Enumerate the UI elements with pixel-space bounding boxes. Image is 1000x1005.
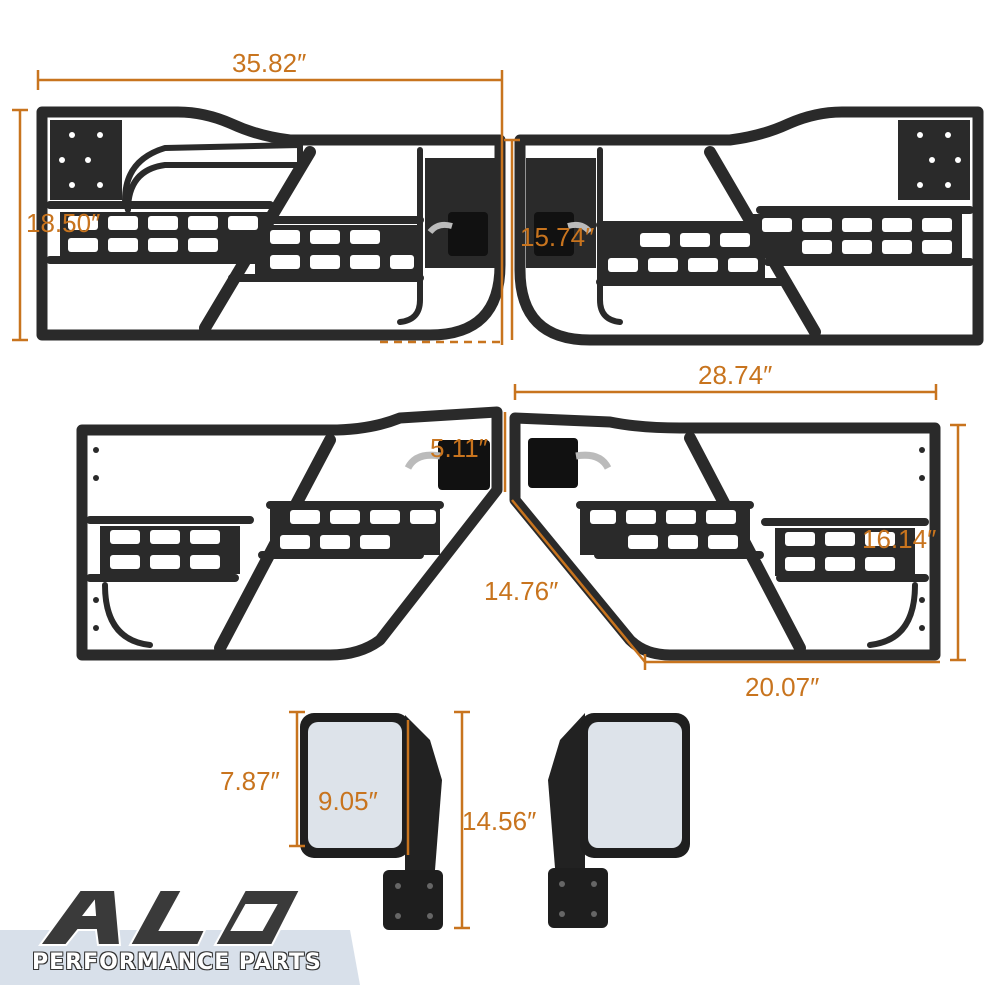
front-left-handle (427, 221, 453, 235)
rear-left-handle (404, 451, 441, 470)
dim-rear-width: 28.74″ (698, 360, 773, 390)
dim-mirror-width: 7.87″ (220, 766, 280, 796)
rear-right-handle (575, 451, 612, 470)
rear-left-latch (438, 440, 490, 490)
brand-tagline: PERFORMANCE PARTS (32, 950, 322, 975)
front-right-mesh-holes (608, 218, 952, 272)
right-mirror (548, 713, 690, 928)
dimension-lines (12, 70, 966, 930)
dim-rear-diagonal: 14.76″ (484, 576, 559, 606)
dim-mirror-height: 14.56″ (462, 806, 537, 836)
dim-rear-height: 16.14″ (862, 524, 937, 554)
dim-front-height: 18.50″ (26, 208, 101, 238)
front-right-latch (534, 212, 574, 256)
left-mirror (300, 713, 443, 930)
front-left-mesh-holes (68, 216, 414, 269)
rear-left-mesh-holes (110, 510, 436, 569)
front-right-handle (567, 221, 593, 235)
dim-front-width: 35.82″ (232, 48, 307, 78)
rear-right-mesh-holes (590, 510, 895, 571)
dim-rear-bottom: 20.07″ (745, 672, 820, 702)
dim-front-inner-height: 15.74″ (520, 222, 595, 252)
rear-left-hinge-holes (93, 447, 99, 631)
rear-right-hinge-holes (919, 447, 925, 631)
dim-mirror-glass: 9.05″ (318, 786, 378, 816)
front-left-latch (448, 212, 488, 256)
front-right-mount-holes (917, 132, 961, 188)
rear-right-latch (528, 438, 578, 488)
dim-rear-handle: 5.11″ (430, 433, 488, 463)
front-left-mount-holes (59, 132, 103, 188)
alo-logo (0, 889, 360, 985)
